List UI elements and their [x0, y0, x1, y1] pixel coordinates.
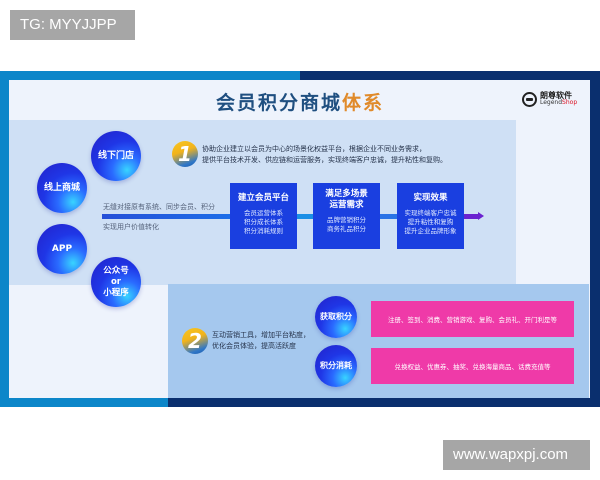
channel-offline-store: 线下门店 [91, 131, 141, 181]
spend-points-detail: 兑换权益、优惠券、抽奖、兑换海量商品、话费充值等 [371, 348, 574, 384]
logo-text: 朗尊软件 LegendShop [540, 92, 577, 106]
desc-line: 提供平台技术开发、供应链和运营服务，实现终端客户忠诚，提升粘性和复购。 [202, 156, 447, 164]
slide-frame-navy-bottom [168, 398, 600, 407]
ball-earn-points: 获取积分 [315, 296, 357, 338]
logo-en: LegendShop [540, 100, 577, 106]
mascot-icon [522, 91, 537, 107]
step-detail: 会员运营体系 [244, 209, 283, 217]
channel-label: 线下门店 [97, 151, 134, 161]
section-1-description: 协助企业建立以会员为中心的场景化权益平台，根据企业不同业务需求， 提供平台技术开… [202, 144, 447, 166]
step-box-scenarios: 满足多场景 运营需求 品牌营销积分 商务礼品积分 [313, 183, 380, 249]
flow-arrow-icon [478, 212, 484, 220]
desc-line: 优化会员体验，提高活跃度 [212, 342, 296, 350]
step-detail: 品牌营销积分 [327, 216, 366, 224]
desc-line: 协助企业建立以会员为中心的场景化权益平台，根据企业不同业务需求， [202, 145, 426, 153]
watermark-bottom: www.wapxpj.com [443, 440, 590, 470]
step-box-results: 实现效果 实现终端客户忠诚 提升粘性和复购 提升企业品牌形象 [397, 183, 464, 249]
ball-label: 获取积分 [320, 312, 352, 321]
section-2-description: 互动营销工具，增加平台粘度， 优化会员体验，提高活跃度 [212, 330, 310, 352]
channel-label-line1: 公众号 [103, 265, 129, 276]
step-title: 实现效果 [413, 193, 448, 203]
channel-label: 线上商城 [43, 183, 80, 193]
channel-wechat: 公众号 or 小程序 [91, 257, 141, 307]
logo-cn: 朗尊软件 [540, 91, 572, 100]
step-title: 运营需求 [329, 200, 364, 210]
channel-label-line2: or [110, 276, 122, 287]
step-box-platform: 建立会员平台 会员运营体系 积分成长体系 积分消耗规则 [230, 183, 297, 249]
step-detail: 提升企业品牌形象 [404, 227, 457, 235]
logo-en-main: Legend [540, 99, 563, 106]
step-title: 建立会员平台 [237, 193, 289, 203]
ball-label: 积分消耗 [320, 361, 352, 370]
brand-logo: 朗尊软件 LegendShop [522, 86, 592, 112]
step-detail: 商务礼品积分 [327, 225, 366, 233]
watermark-top: TG: MYYJJPP [10, 10, 135, 40]
desc-line: 互动营销工具，增加平台粘度， [212, 331, 310, 339]
channel-label-line3: 小程序 [103, 287, 129, 298]
flow-line [291, 214, 314, 219]
step-detail: 实现终端客户忠诚 [404, 209, 457, 217]
step-detail: 提升粘性和复购 [407, 218, 454, 226]
title-main: 会员积分商城 [215, 92, 342, 114]
flow-line [102, 214, 230, 219]
step-detail: 积分消耗规则 [244, 227, 283, 235]
section-2-badge: 2 [182, 328, 208, 354]
ball-spend-points: 积分消耗 [315, 345, 357, 387]
logo-en-accent: Shop [562, 99, 578, 106]
slide-title: 会员积分商城体系 [0, 88, 600, 115]
earn-points-detail: 注册、签到、消费、营销游戏、复购、会员礼、开门利是等 [371, 301, 574, 337]
step-title: 满足多场景 [325, 189, 368, 199]
step-detail: 积分成长体系 [244, 218, 283, 226]
channel-label: APP [51, 244, 73, 254]
section-1-badge: 1 [172, 141, 198, 167]
flow-caption-below: 实现用户价值转化 [103, 223, 159, 231]
channel-online-mall: 线上商城 [37, 163, 87, 213]
title-highlight: 体系 [342, 92, 385, 114]
flow-line [463, 214, 479, 219]
channel-app: APP [37, 224, 87, 274]
flow-caption-above: 无缝对接原有系统、同步会员、积分 [103, 203, 215, 211]
